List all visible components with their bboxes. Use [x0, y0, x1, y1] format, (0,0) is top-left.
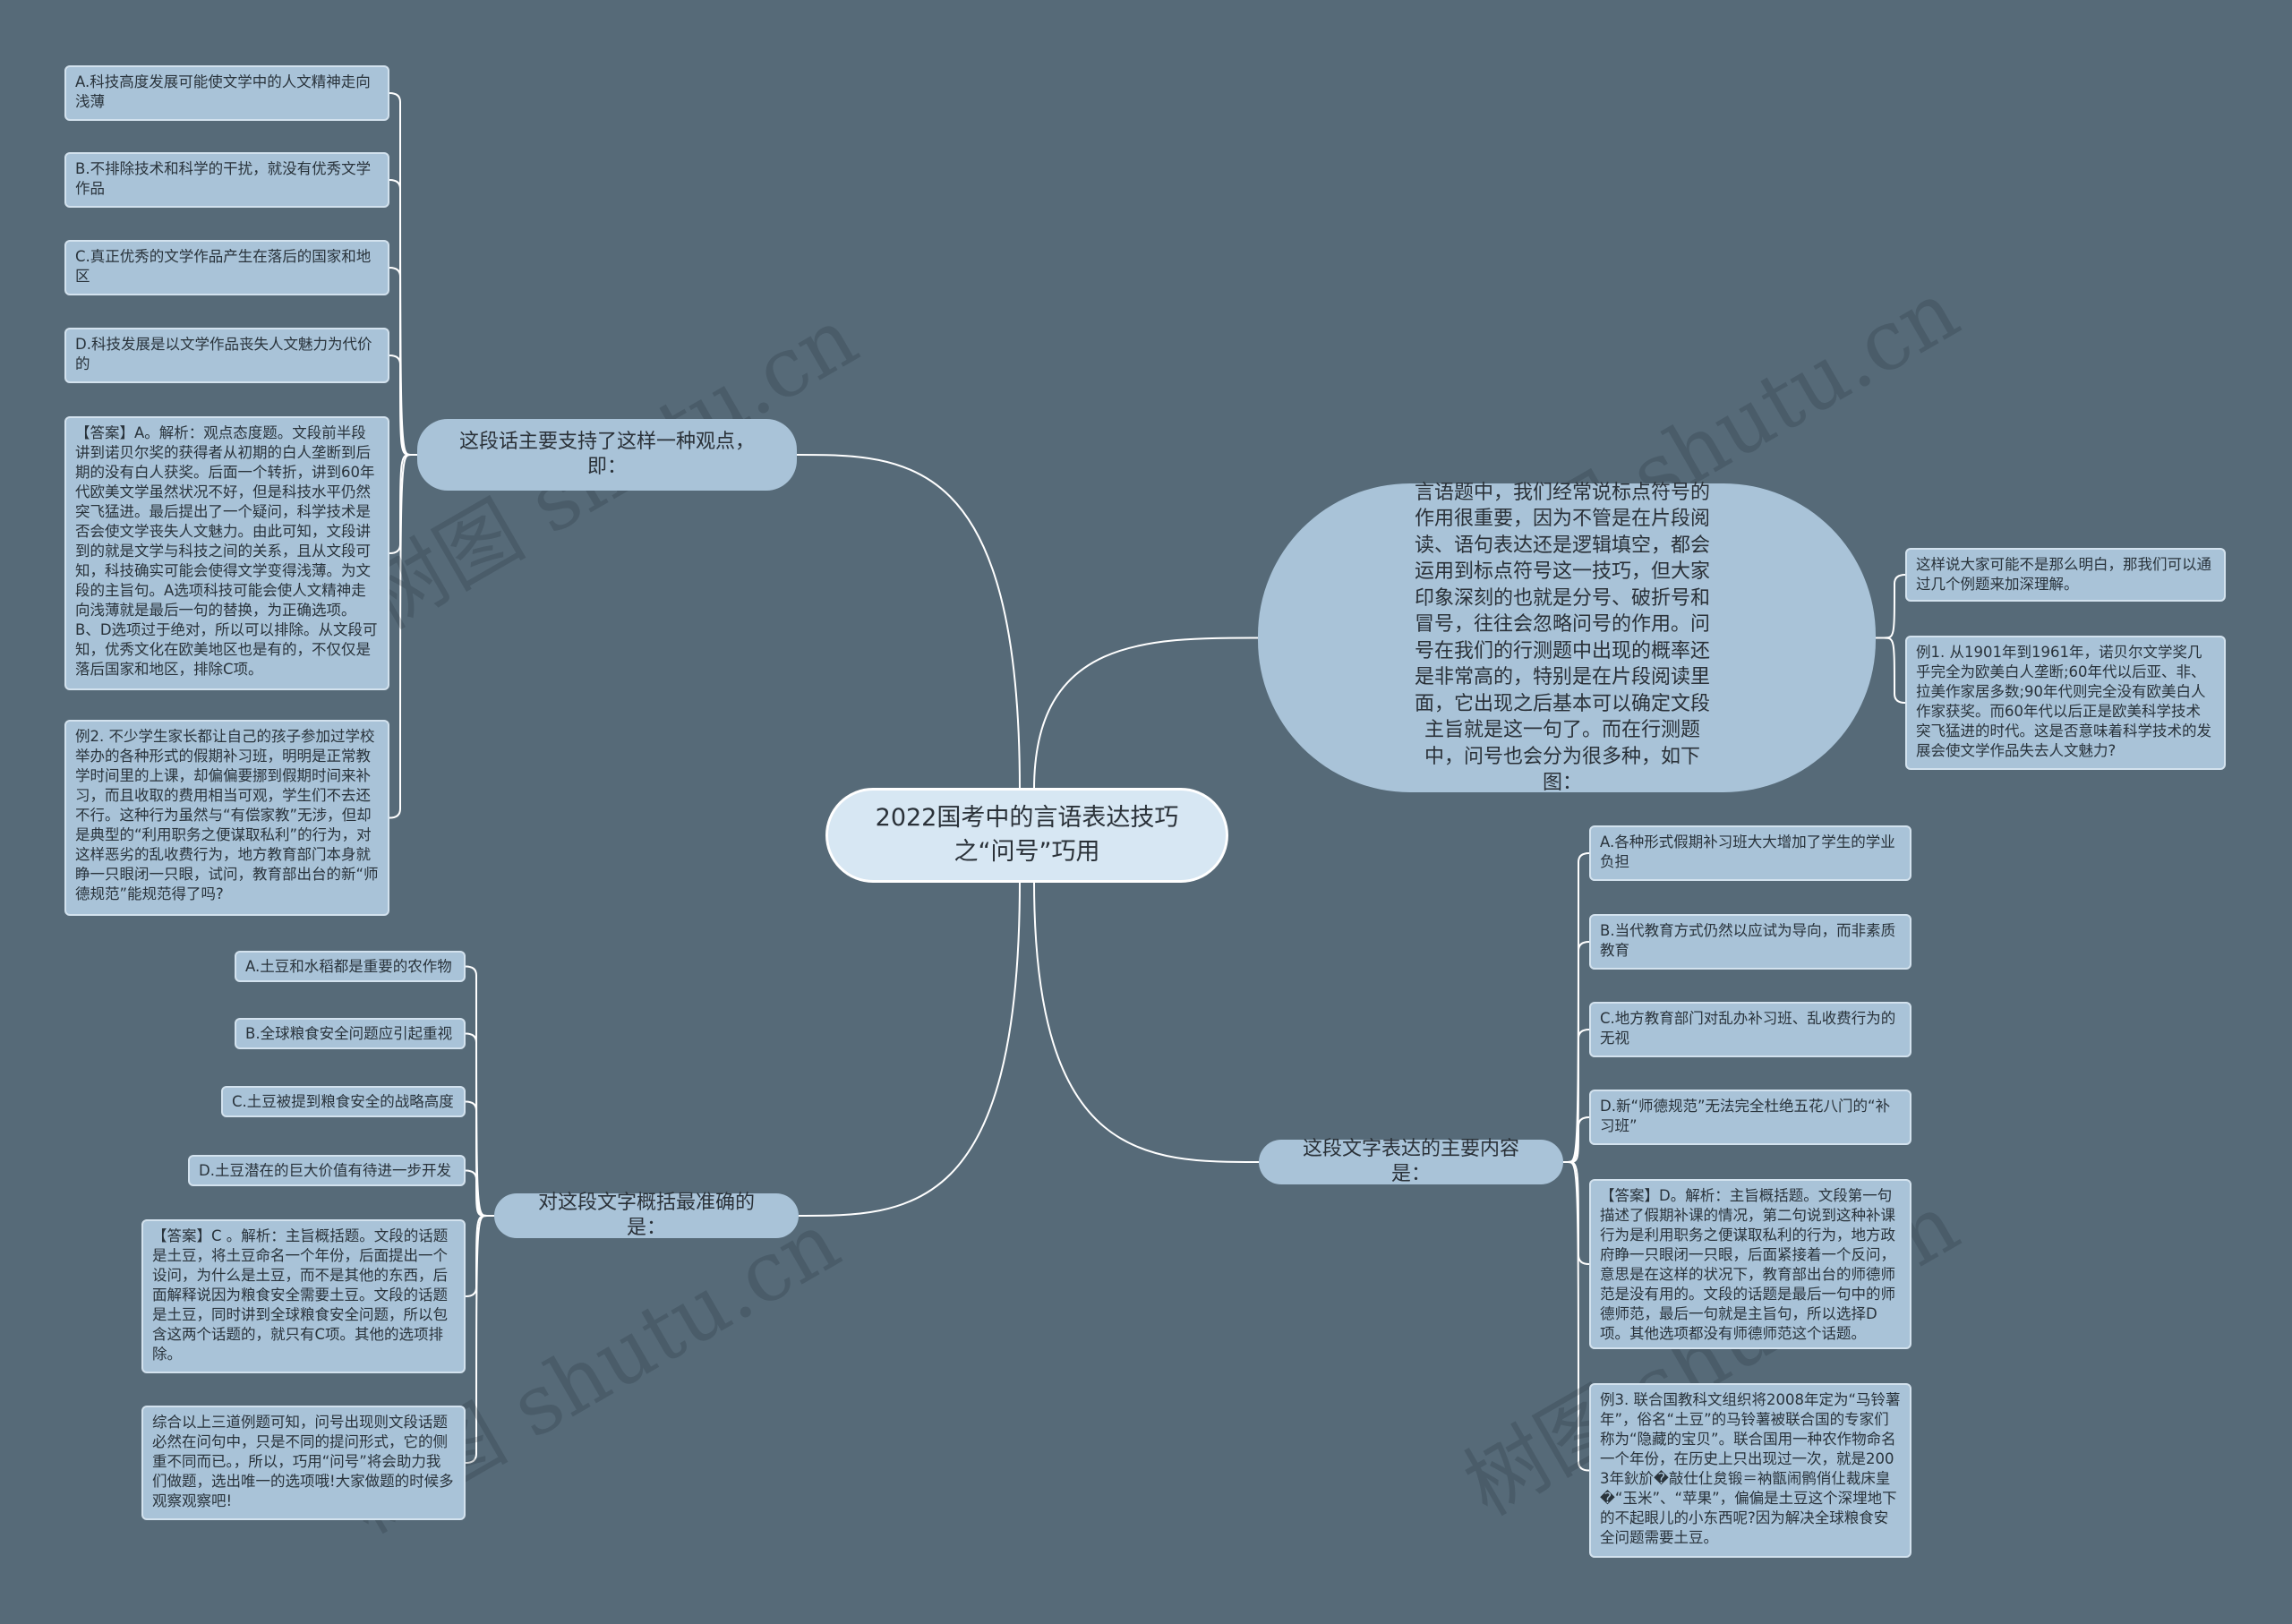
branch-leaf-connector — [465, 1169, 494, 1217]
branch-leaf-connector — [1563, 1029, 1590, 1163]
branch-leaf-connector — [1876, 637, 1906, 704]
branch-question-2[interactable]: 这段文字表达的主要内容是： — [1259, 1138, 1563, 1185]
q1-option[interactable]: D.科技发展是以文学作品丧失人文魅力为代价的 — [64, 328, 389, 383]
q2-option[interactable]: C.地方教育部门对乱办补习班、乱收费行为的无视 — [1589, 1002, 1911, 1057]
branch-leaf-connector — [1563, 1161, 1590, 1265]
q1-option[interactable]: A.科技高度发展可能使文学中的人文精神走向浅薄 — [64, 65, 389, 121]
root-topic[interactable]: 2022国考中的言语表达技巧之“问号”巧用 — [825, 788, 1228, 883]
q3-option[interactable]: D.土豆潜在的巨大价值有待进一步开发 — [188, 1155, 466, 1186]
q1-answer[interactable]: 【答案】A。解析：观点态度题。文段前半段讲到诺贝尔奖的获得者从初期的白人垄断到后… — [64, 416, 389, 690]
branch-leaf-connector — [389, 355, 417, 456]
root-branch-connector — [796, 454, 1021, 791]
branch-leaf-connector — [465, 1215, 494, 1297]
q2-option[interactable]: D.新“师德规范”无法完全杜绝五花八门的“补习班” — [1589, 1090, 1911, 1145]
branch-leaf-connector — [1563, 1116, 1590, 1163]
branch-leaf-connector — [389, 92, 417, 456]
q3-option[interactable]: B.全球粮食安全问题应引起重视 — [235, 1018, 466, 1049]
q3-summary[interactable]: 综合以上三道例题可知，问号出现则文段话题必然在问句中，只是不同的提问形式，它的侧… — [141, 1406, 466, 1520]
branch-leaf-connector — [389, 179, 417, 456]
q2-answer[interactable]: 【答案】D。解析：主旨概括题。文段第一句描述了假期补课的情况，第二句说到这种补课… — [1589, 1179, 1911, 1349]
q3-option[interactable]: A.土豆和水稻都是重要的农作物 — [235, 951, 466, 982]
branch-question-1[interactable]: 这段话主要支持了这样一种观点，即： — [417, 419, 797, 491]
branch-question-3[interactable]: 对这段文字概括最准确的是： — [494, 1192, 799, 1239]
q3-option[interactable]: C.土豆被提到粮食安全的战略高度 — [221, 1086, 466, 1117]
branch-leaf-connector — [1876, 574, 1906, 639]
root-branch-connector — [1033, 880, 1260, 1163]
branch-leaf-connector — [1563, 852, 1590, 1163]
branch-leaf-connector — [389, 267, 417, 456]
q2-option[interactable]: A.各种形式假期补习班大大增加了学生的学业负担 — [1589, 825, 1911, 881]
intro-leaf[interactable]: 这样说大家可能不是那么明白，那我们可以通过几个例题来加深理解。 — [1905, 548, 2226, 602]
branch-leaf-connector — [1563, 1161, 1590, 1472]
branch-leaf-connector — [465, 1100, 494, 1217]
root-topic-label: 2022国考中的言语表达技巧之“问号”巧用 — [875, 804, 1179, 866]
q1-option[interactable]: C.真正优秀的文学作品产生在落后的国家和地区 — [64, 240, 389, 295]
branch-leaf-connector — [1563, 941, 1590, 1163]
branch-intro[interactable]: 言语题中，我们经常说标点符号的作用很重要，因为不管是在片段阅读、语句表达还是逻辑… — [1258, 482, 1876, 794]
intro-leaf[interactable]: 例1. 从1901年到1961年，诺贝尔文学奖几乎完全为欧美白人垄断;60年代以… — [1905, 636, 2226, 770]
branch-leaf-connector — [389, 454, 417, 819]
q1-option[interactable]: B.不排除技术和科学的干扰，就没有优秀文学作品 — [64, 152, 389, 208]
q3-answer[interactable]: 【答案】C 。解析：主旨概括题。文段的话题是土豆，将土豆命名一个年份，后面提出一… — [141, 1219, 466, 1373]
root-branch-connector — [798, 880, 1021, 1217]
branch-leaf-connector — [465, 1215, 494, 1464]
q2-option[interactable]: B.当代教育方式仍然以应试为导向，而非素质教育 — [1589, 914, 1911, 970]
q1-example[interactable]: 例2. 不少学生家长都让自己的孩子参加过学校举办的各种形式的假期补习班，明明是正… — [64, 720, 389, 916]
branch-leaf-connector — [465, 1032, 494, 1217]
q2-example[interactable]: 例3. 联合国教科文组织将2008年定为“马铃薯年”，俗名“土豆”的马铃薯被联合… — [1589, 1383, 1911, 1558]
branch-leaf-connector — [465, 965, 494, 1217]
branch-leaf-connector — [389, 454, 417, 554]
root-branch-connector — [1033, 637, 1259, 791]
branch-intro-label: 言语题中，我们经常说标点符号的作用很重要，因为不管是在片段阅读、语句表达还是逻辑… — [1414, 481, 1710, 795]
